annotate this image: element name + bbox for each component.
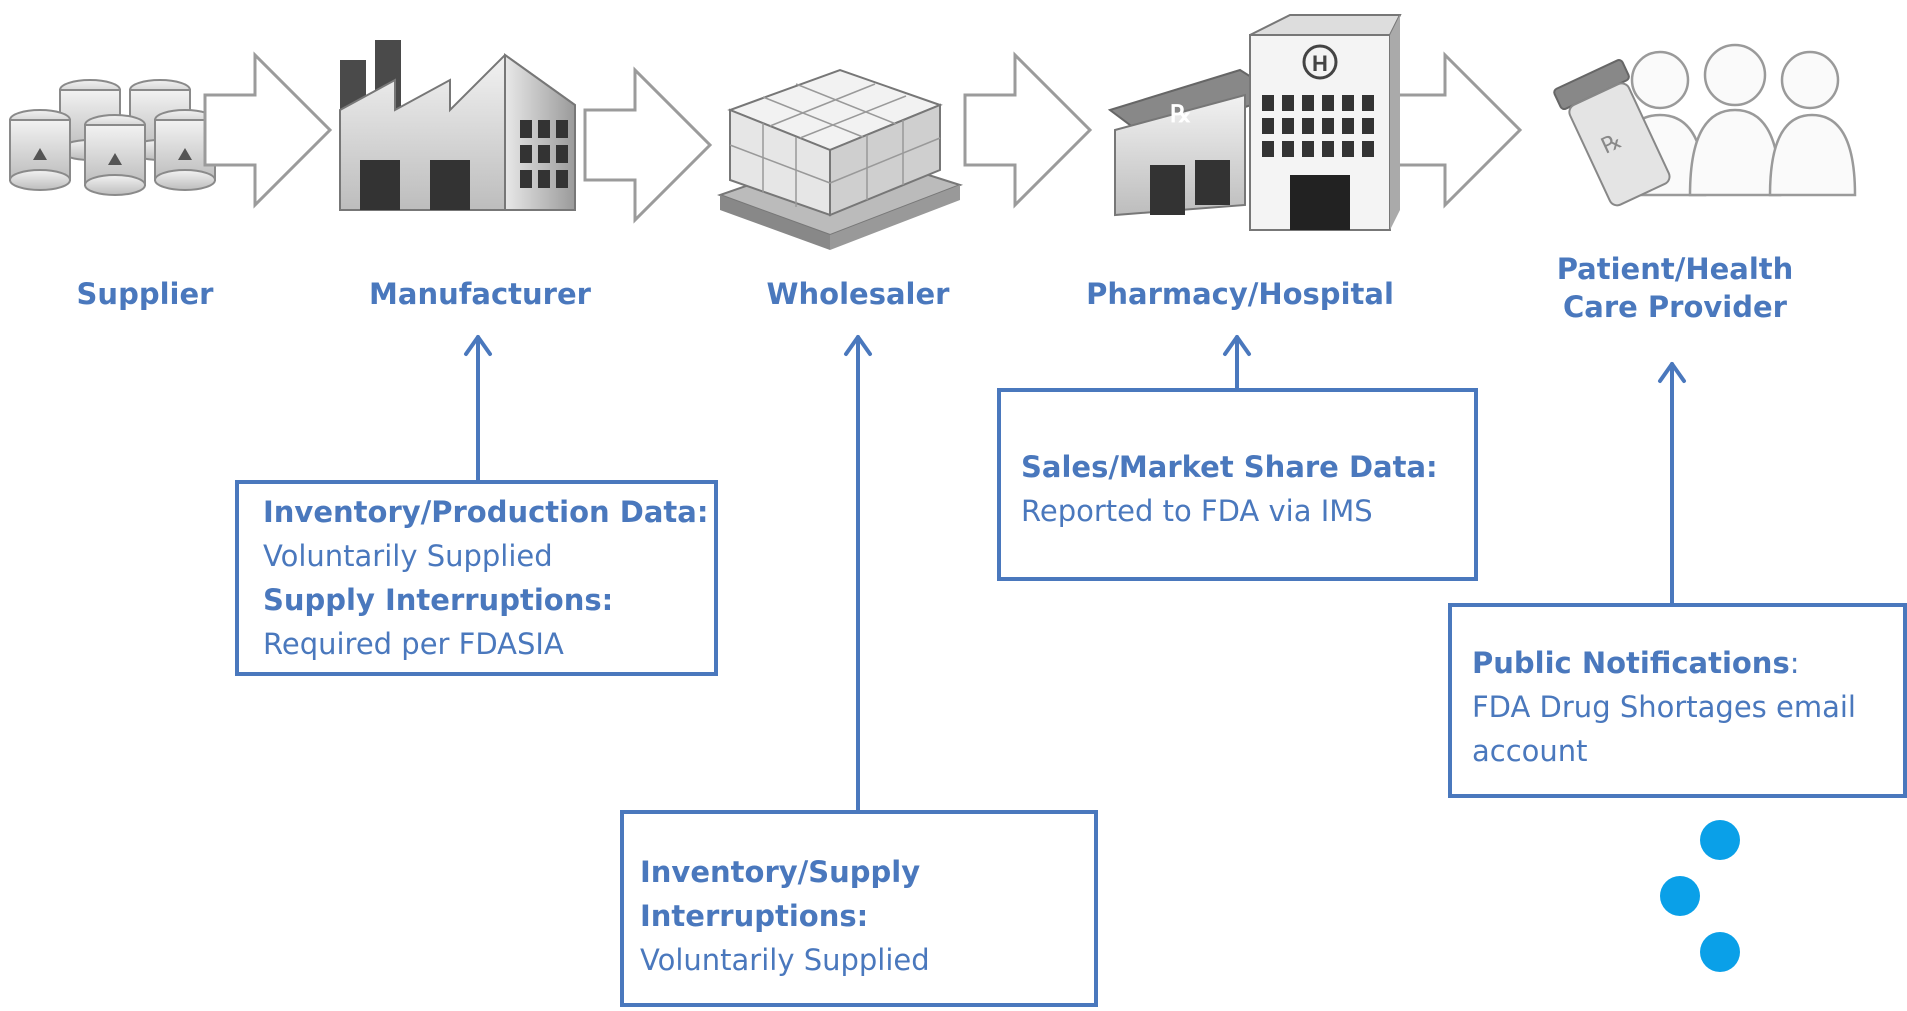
stage-label-supplier: Supplier [76,277,214,311]
pallet-boxes-icon [717,68,964,250]
sales-market-share-heading: Sales/Market Share Data: [1021,450,1438,484]
inventory-production-heading: Inventory/Production Data: [263,495,709,529]
interruptions-heading: Interruptions: [640,899,869,934]
flow-arrow-4 [1393,51,1523,209]
stage-label-patient-line1: Patient/Health [1556,252,1794,286]
flow-arrow-3 [963,51,1093,209]
supply-interruptions-text: Required per FDASIA [263,627,564,662]
barrels-icon [9,79,216,196]
supply-interruptions-heading: Supply Interruptions: [263,583,614,618]
manufacturer-info-box: Inventory/Production Data: Voluntarily S… [235,480,718,676]
stage-label-manufacturer: Manufacturer [369,277,591,311]
decorative-dot-1 [1700,820,1740,860]
inventory-production-text: Voluntarily Supplied [263,539,553,574]
svg-text:℞: ℞ [1170,101,1192,128]
stage-label-wholesaler: Wholesaler [766,277,950,311]
public-notifications-text-line1: FDA Drug Shortages email [1472,690,1856,725]
pharmacy-hospital-icon: ℞ H [1107,14,1402,231]
decorative-dot-3 [1700,932,1740,972]
wholesaler-info-box: Inventory/Supply Interruptions: Voluntar… [620,810,1098,1007]
stage-label-patient-line2: Care Provider [1563,289,1787,324]
sales-market-share-text: Reported to FDA via IMS [1021,494,1373,529]
flow-arrow-1 [203,51,333,209]
decorative-dot-2 [1660,876,1700,916]
connector-lines [464,335,1686,814]
patient-info-box: Public Notifications: FDA Drug Shortages… [1448,603,1907,798]
pharmacy-info-box: Sales/Market Share Data: Reported to FDA… [997,388,1478,581]
public-notifications-text-line2: account [1472,734,1588,769]
patient-rx-icon: ℞ [1553,43,1857,207]
flow-arrow-2 [583,66,713,224]
stage-label-pharmacy-hospital: Pharmacy/Hospital [1086,277,1394,311]
inventory-supply-heading: Inventory/Supply [640,855,921,889]
public-notifications-heading: Public Notifications: [1472,646,1800,680]
wholesaler-supply-text: Voluntarily Supplied [640,943,930,978]
svg-text:H: H [1312,51,1328,76]
factory-icon [339,40,576,211]
flow-arrows [203,51,1523,224]
stage-label-patient: Patient/Health Care Provider [1535,251,1815,326]
